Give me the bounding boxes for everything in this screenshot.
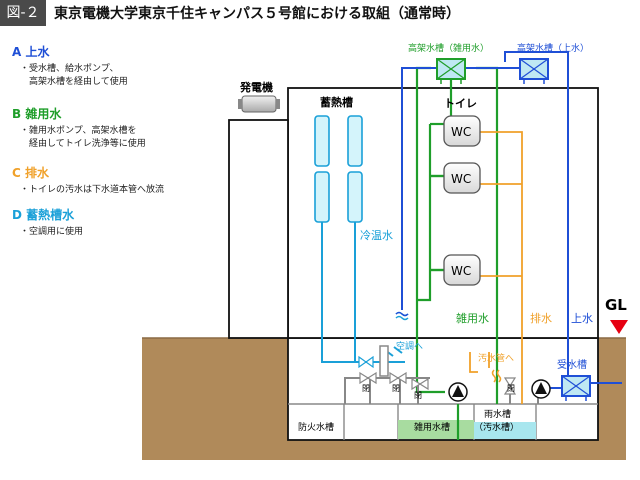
toilet-label: トイレ [444,97,477,110]
legend-key: B [12,107,22,121]
gray-water-label: 雑用水 [456,312,489,325]
toilet-2 [443,162,481,194]
fire-tank-label: 防火水槽 [298,423,335,433]
legend-text: ・空調用に使用 [20,227,84,237]
elevated-tank-gray-water [436,58,466,84]
legend-key: A [12,45,22,59]
drainage-label: 排水 [530,312,552,325]
legend-title: 蓄熱槽水 [26,208,75,222]
legend-title: 雑用水 [25,107,62,121]
building-main [287,87,599,339]
gl-label: GL [605,296,627,314]
header-box [379,345,389,377]
legend-title: 上水 [25,45,50,59]
toilet-1 [443,115,481,147]
closed-label-1: 閉 [362,384,370,393]
figure-label: 図-２ [0,0,46,26]
building-annex [228,119,289,339]
supply-pump [531,379,551,399]
drain-waves [491,369,502,383]
to-sewer-label: 汚水管へ [478,354,515,364]
elevated-tank-gray-label: 高架水槽（雑用水） [408,44,490,54]
cold-hot-water-label: 冷温水 [360,229,393,242]
rain-tank-sub-label: （汚水槽） [474,423,520,433]
valves [359,371,517,395]
tap-water-label: 上水 [571,312,593,325]
legend-thermal-storage: D 蓄熱槽水 ・空調用に使用 [12,207,222,239]
legend-gray-water: B 雑用水 ・雑用水ポンプ、高架水槽を 経由してトイレ洗浄等に使用 [12,106,222,151]
closed-label-3: 閉 [414,391,422,400]
storage-valves [358,355,374,369]
legend-text: ・雑用水ポンプ、高架水槽を 経由してトイレ洗浄等に使用 [20,126,146,149]
gray-water-pump [448,382,468,402]
closed-label-4: 閉 [507,384,515,393]
wc-label-3: WC [451,264,472,278]
receiving-tank [561,375,591,401]
to-ac-label: 空調へ [396,342,424,352]
receiving-tank-label: 受水槽 [557,360,587,371]
legend-supply: A 上水 ・受水槽、給水ポンプ、 高架水槽を経由して使用 [12,44,222,89]
legend-text: ・受水槽、給水ポンプ、 高架水槽を経由して使用 [20,64,128,87]
legend-title: 排水 [25,166,50,180]
legend-key: C [12,166,21,180]
closed-label-2: 閉 [392,384,400,393]
rain-tank-fill [474,422,536,439]
toilet-3 [443,254,481,286]
gray-water-tank-fill [398,420,474,439]
elevated-tank-supply [519,58,549,84]
drainage-piping [469,131,523,404]
gl-marker-icon [610,320,628,334]
elevated-tank-supply-label: 高架水槽（上水） [517,44,590,54]
generator [238,95,280,113]
gray-tank-label: 雑用水槽 [414,423,451,433]
generator-label: 発電機 [240,81,273,94]
supply-waves [395,311,409,317]
legend-drainage: C 排水 ・トイレの汚水は下水道本管へ放流 [12,165,222,197]
page-title: 東京電機大学東京千住キャンパス５号館における取組（通常時） [54,6,460,22]
thermal-storage-label: 蓄熱槽 [320,96,353,109]
legend-key: D [12,208,22,222]
wc-label-1: WC [451,125,472,139]
legend-text: ・トイレの汚水は下水道本管へ放流 [20,185,165,195]
wc-label-2: WC [451,172,472,186]
rain-tank-label: 雨水槽 [484,410,512,420]
